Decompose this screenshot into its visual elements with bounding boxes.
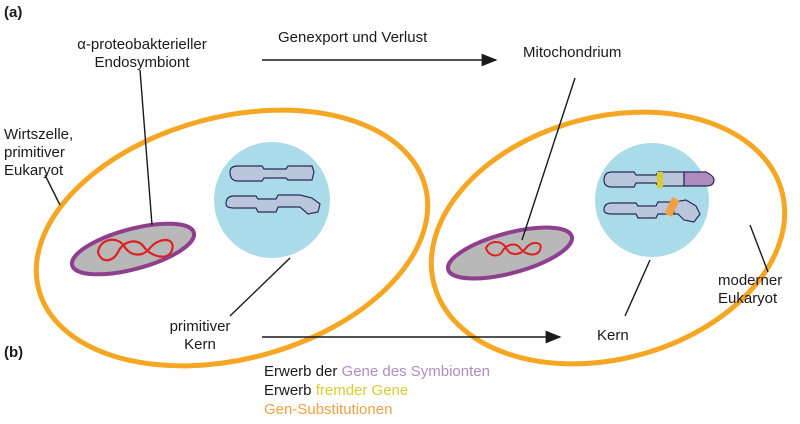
pointer-lines (44, 69, 769, 317)
kern-label: Kern (597, 327, 629, 344)
endosymbiont-label-line2: Endosymbiont (94, 54, 190, 71)
legend: Erwerb der Gene des Symbionten Erwerb fr… (264, 362, 490, 419)
host-cell-label-line1: Wirtszelle, (4, 126, 74, 143)
modern-eukaryote-label-line1: moderner (718, 272, 783, 289)
endosymbiont-label: α-proteobakterieller Endosymbiont (62, 36, 222, 72)
genexport-label: Genexport und Verlust (278, 29, 428, 46)
panel-a-label: (a) (4, 4, 23, 21)
endosymbiont-organelle (69, 221, 197, 277)
legend-row2-prefix: Erwerb (264, 382, 312, 399)
mitochondrium-label: Mitochondrium (523, 44, 622, 61)
legend-row3-colored: Gen-Substitutionen (264, 401, 393, 418)
host-cell-label-line3: Eukaryot (4, 162, 64, 179)
primitive-nucleus-label: primitiver Kern (150, 318, 250, 354)
legend-row-symbiont-genes: Erwerb der Gene des Symbionten (264, 362, 490, 381)
host-cell-label: Wirtszelle, primitiver Eukaryot (4, 126, 73, 180)
legend-row1-prefix: Erwerb der (264, 363, 338, 380)
primitive-chromosomes (225, 165, 321, 215)
legend-row-substitutions: Gen-Substitutionen (264, 400, 490, 419)
modern-eukaryote-label-line2: Eukaryot (718, 290, 778, 307)
host-cell-label-line2: primitiver (4, 144, 65, 161)
legend-row1-colored: Gene des Symbionten (341, 363, 490, 380)
legend-row2-colored: fremder Gene (315, 382, 409, 399)
modern-nucleus (595, 143, 709, 257)
modern-cell-membrane (428, 109, 788, 367)
legend-row-foreign-genes: Erwerb fremder Gene (264, 381, 490, 400)
modern-eukaryote-label: moderner Eukaryot (718, 272, 782, 308)
mitochondrium-dna (484, 241, 542, 257)
primitive-nucleus-label-line1: primitiver (169, 318, 231, 335)
endosymbiont-label-line1: α-proteobakterieller (77, 36, 207, 53)
endosymbiont-dna (96, 238, 174, 262)
host-cell-membrane (33, 107, 431, 369)
modern-chromosomes (603, 171, 715, 223)
primitive-nucleus-label-line2: Kern (184, 336, 216, 353)
panel-b-label: (b) (4, 344, 24, 361)
